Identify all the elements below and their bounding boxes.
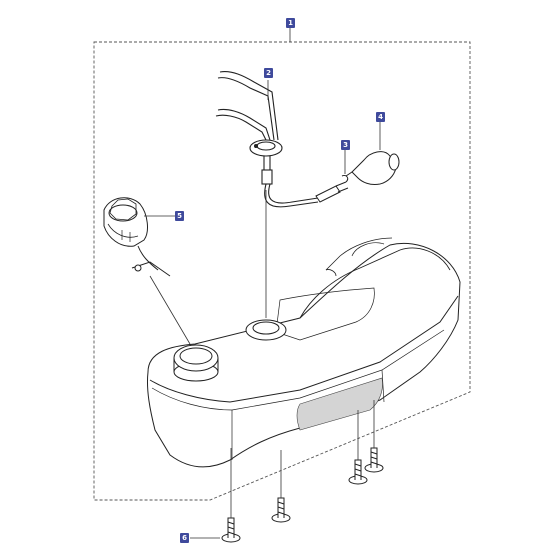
fuel-pickup-assembly xyxy=(215,71,319,208)
fuel-cap xyxy=(103,197,148,247)
screw-front-center xyxy=(271,497,291,523)
callout-2: 2 xyxy=(264,68,273,78)
callout-5: 5 xyxy=(175,211,184,221)
leader-line-5-to-neck xyxy=(149,275,191,345)
hose-connector xyxy=(315,175,349,203)
screw-rear-right xyxy=(364,447,384,473)
mounting-screws xyxy=(221,447,384,543)
assembly-boundary xyxy=(93,41,471,501)
callout-1: 1 xyxy=(286,18,295,28)
callout-3: 3 xyxy=(341,140,350,150)
fuel-filter xyxy=(345,151,400,185)
cap-tether xyxy=(131,245,171,277)
filler-neck xyxy=(173,344,219,382)
callout-6: 6 xyxy=(180,533,189,543)
sender-port xyxy=(245,319,287,341)
callout-4: 4 xyxy=(376,112,385,122)
screw-rear-left xyxy=(348,459,368,485)
screw-front-left xyxy=(221,517,241,543)
screw-leader-lines xyxy=(190,400,375,539)
fuel-tank xyxy=(147,237,461,468)
